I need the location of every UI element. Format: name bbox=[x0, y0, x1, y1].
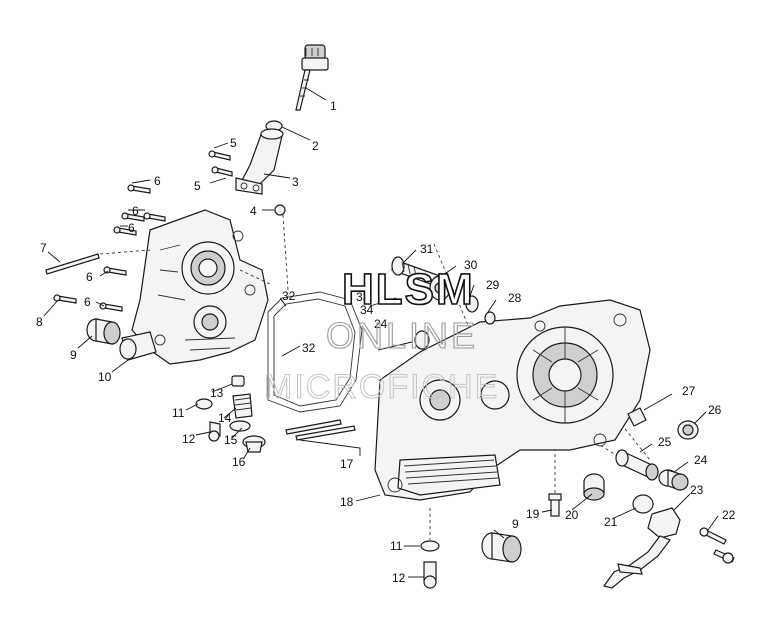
callout-labels: 1 2 3 4 5 5 6 6 6 6 6 7 8 9 9 10 11 11 1… bbox=[36, 99, 736, 585]
right-crankcase-half bbox=[119, 209, 269, 365]
callout-29: 29 bbox=[486, 278, 500, 292]
crankcase-gasket bbox=[267, 291, 363, 413]
callout-33: 33 bbox=[356, 290, 370, 304]
watermark-line1: HLSM bbox=[342, 265, 475, 314]
callout-20: 20 bbox=[565, 508, 579, 522]
long-stud bbox=[45, 253, 100, 275]
alignment-line bbox=[99, 249, 151, 255]
callout-32: 32 bbox=[302, 341, 316, 355]
bolt-lower bbox=[423, 561, 437, 589]
callout-27: 27 bbox=[682, 384, 696, 398]
callout-22: 22 bbox=[722, 508, 736, 522]
callout-10: 10 bbox=[98, 370, 112, 384]
callout-24: 24 bbox=[374, 317, 388, 331]
callout-6: 6 bbox=[84, 295, 91, 309]
callout-19: 19 bbox=[526, 507, 540, 521]
alignment-line bbox=[609, 409, 651, 461]
callout-8: 8 bbox=[36, 315, 43, 329]
callout-5: 5 bbox=[194, 179, 201, 193]
oil-dipstick bbox=[295, 44, 329, 111]
callout-12: 12 bbox=[182, 432, 196, 446]
callout-21: 21 bbox=[604, 515, 618, 529]
watermark-line3: MICROFICHE bbox=[264, 368, 499, 406]
washer-lower bbox=[420, 540, 440, 552]
spring-clip bbox=[627, 407, 647, 427]
callout-14: 14 bbox=[218, 411, 232, 425]
callout-1: 1 bbox=[330, 99, 337, 113]
callout-7: 7 bbox=[40, 241, 47, 255]
callout-11: 11 bbox=[172, 406, 185, 420]
callout-23: 23 bbox=[690, 483, 704, 497]
oil-strainer-set bbox=[195, 375, 266, 453]
alignment-line bbox=[282, 214, 289, 291]
pivot-shaft bbox=[615, 449, 659, 481]
circlip-ring bbox=[632, 494, 654, 514]
filler-tube bbox=[235, 128, 284, 195]
kick-lever-arm bbox=[602, 507, 681, 589]
callout-34: 34 bbox=[360, 303, 374, 317]
callout-3: 3 bbox=[292, 175, 299, 189]
left-crankcase-half bbox=[374, 299, 651, 501]
callout-6: 6 bbox=[128, 221, 135, 235]
callout-9: 9 bbox=[512, 517, 519, 531]
callout-2: 2 bbox=[312, 139, 319, 153]
leader-lines bbox=[43, 87, 719, 578]
watermark: HLSM ONLINE MICROFICHE bbox=[264, 264, 499, 406]
collar-bushing bbox=[583, 473, 605, 501]
callout-25: 25 bbox=[658, 435, 672, 449]
bolt-pair bbox=[699, 527, 735, 564]
callout-9: 9 bbox=[70, 348, 77, 362]
callout-18: 18 bbox=[340, 495, 354, 509]
bolt-set bbox=[53, 150, 233, 312]
kick-shaft-set bbox=[391, 256, 496, 350]
callout-11: 11 bbox=[390, 539, 403, 553]
callout-6: 6 bbox=[132, 204, 139, 218]
rubber-bushing bbox=[86, 318, 121, 345]
rubber-bushing-lower bbox=[481, 532, 522, 563]
washer bbox=[274, 204, 286, 216]
callout-32: 32 bbox=[282, 289, 296, 303]
callout-4: 4 bbox=[250, 204, 257, 218]
callout-17: 17 bbox=[340, 457, 354, 471]
shaft-bushing bbox=[658, 469, 689, 491]
callout-31: 31 bbox=[420, 242, 434, 256]
callout-6: 6 bbox=[154, 174, 161, 188]
callout-13: 13 bbox=[210, 386, 224, 400]
callout-28: 28 bbox=[508, 291, 522, 305]
watermark-line2: ONLINE bbox=[326, 315, 478, 356]
end-cap-center bbox=[682, 424, 694, 436]
callout-30: 30 bbox=[464, 258, 478, 272]
dowel-pins bbox=[285, 419, 356, 441]
callout-5: 5 bbox=[230, 136, 237, 150]
callout-16: 16 bbox=[232, 455, 246, 469]
small-bolt bbox=[548, 493, 562, 517]
callout-12: 12 bbox=[392, 571, 406, 585]
callout-15: 15 bbox=[224, 433, 238, 447]
callout-24: 24 bbox=[694, 453, 708, 467]
callout-26: 26 bbox=[708, 403, 722, 417]
callout-6: 6 bbox=[86, 270, 93, 284]
